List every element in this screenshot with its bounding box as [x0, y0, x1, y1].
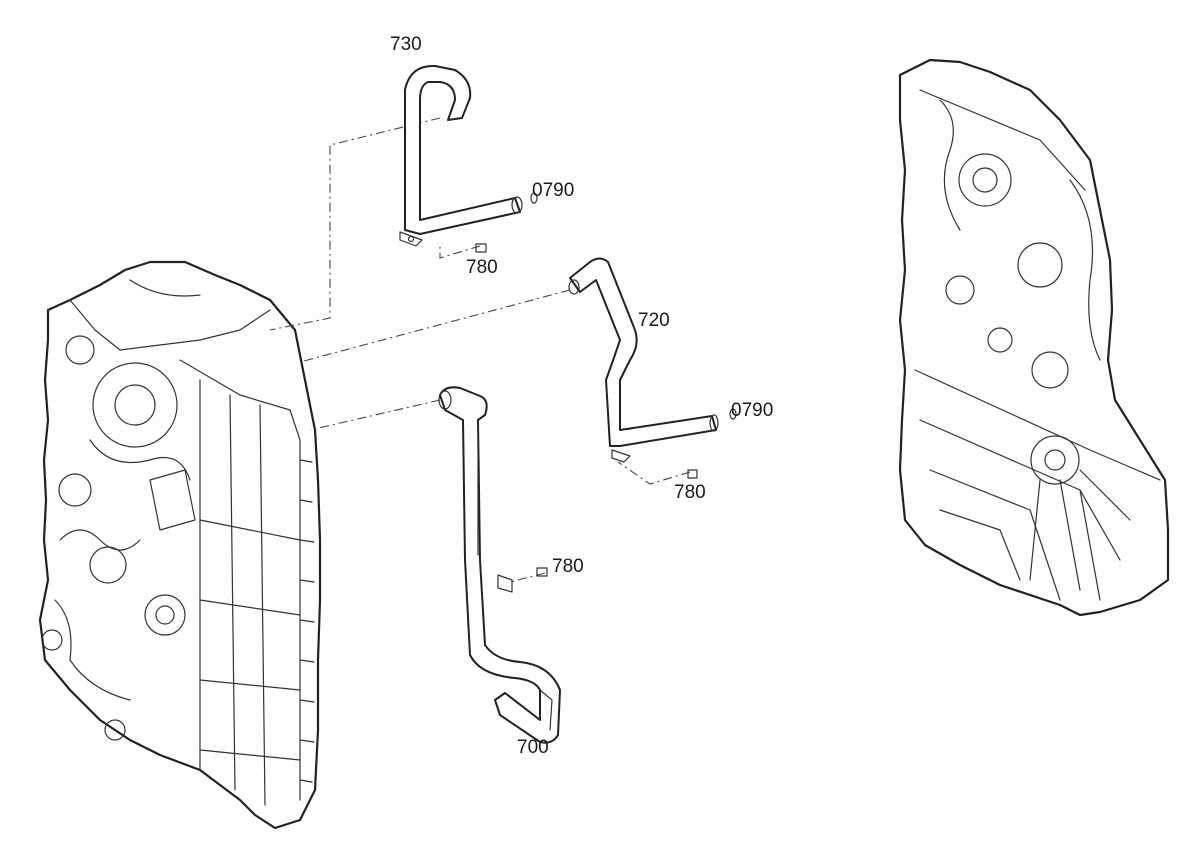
left-housing [38, 260, 322, 830]
pipe-700 [438, 386, 561, 744]
part-label-780-middle: 780 [552, 556, 584, 577]
part-label-780-right: 780 [674, 482, 706, 503]
part-label-720: 720 [638, 310, 670, 331]
pipe-720 [568, 257, 737, 479]
part-label-730: 730 [390, 34, 422, 55]
part-label-700: 700 [517, 737, 549, 758]
part-label-790-lower: 0790 [731, 400, 773, 421]
assembly-lines [269, 117, 691, 583]
pipe-730 [399, 64, 538, 253]
right-housing-cover [898, 58, 1170, 617]
part-label-780-upper: 780 [466, 257, 498, 278]
part-label-790-upper: 0790 [532, 180, 574, 201]
